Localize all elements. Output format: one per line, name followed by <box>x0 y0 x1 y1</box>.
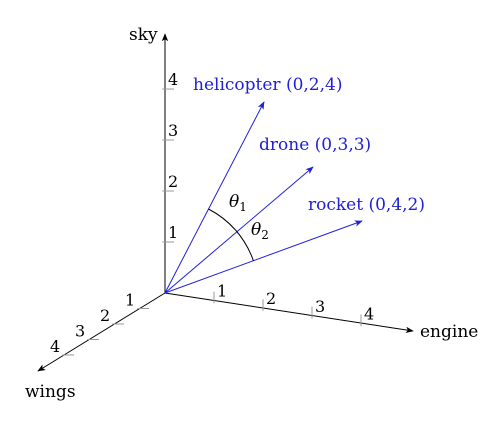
vector-label-drone: drone (0,3,3) <box>259 135 371 155</box>
y-axis-tick-label: 2 <box>266 289 276 308</box>
z-axis-tick-label: 4 <box>168 70 178 89</box>
y-axis-tick-label: 3 <box>315 297 325 316</box>
vector-rocket <box>164 220 363 294</box>
wings-axis-label: wings <box>25 382 76 402</box>
z-axis-tick-label: 1 <box>168 223 178 242</box>
x-axis-tick-label: 2 <box>100 306 110 325</box>
vectors: helicopter (0,2,4) drone (0,3,3) rocket … <box>164 75 425 294</box>
z-axis-tick-label: 3 <box>168 121 178 140</box>
z-axis-tick-label: 2 <box>168 172 178 191</box>
x-axis-tick-label: 1 <box>125 291 135 310</box>
x-axis-tick-label: 4 <box>50 337 60 356</box>
angle-label-theta1: θ1 <box>229 192 247 214</box>
y-axis-tick-label: 1 <box>217 282 227 301</box>
wings-axis <box>37 292 166 372</box>
engine-axis <box>164 292 414 334</box>
angle-arc-theta2 <box>235 229 254 262</box>
sky-axis-label: sky <box>129 25 158 45</box>
vector-helicopter <box>164 101 265 294</box>
engine-axis-label: engine <box>420 322 478 342</box>
angle-arc-theta1 <box>208 208 236 231</box>
vector-label-rocket: rocket (0,4,2) <box>308 195 425 215</box>
y-axis-tick-label: 4 <box>364 304 374 323</box>
vector-drone <box>164 166 314 294</box>
angle-label-theta2: θ2 <box>251 220 269 242</box>
x-axis-tick-label: 3 <box>75 322 85 341</box>
vector-label-helicopter: helicopter (0,2,4) <box>193 75 342 95</box>
